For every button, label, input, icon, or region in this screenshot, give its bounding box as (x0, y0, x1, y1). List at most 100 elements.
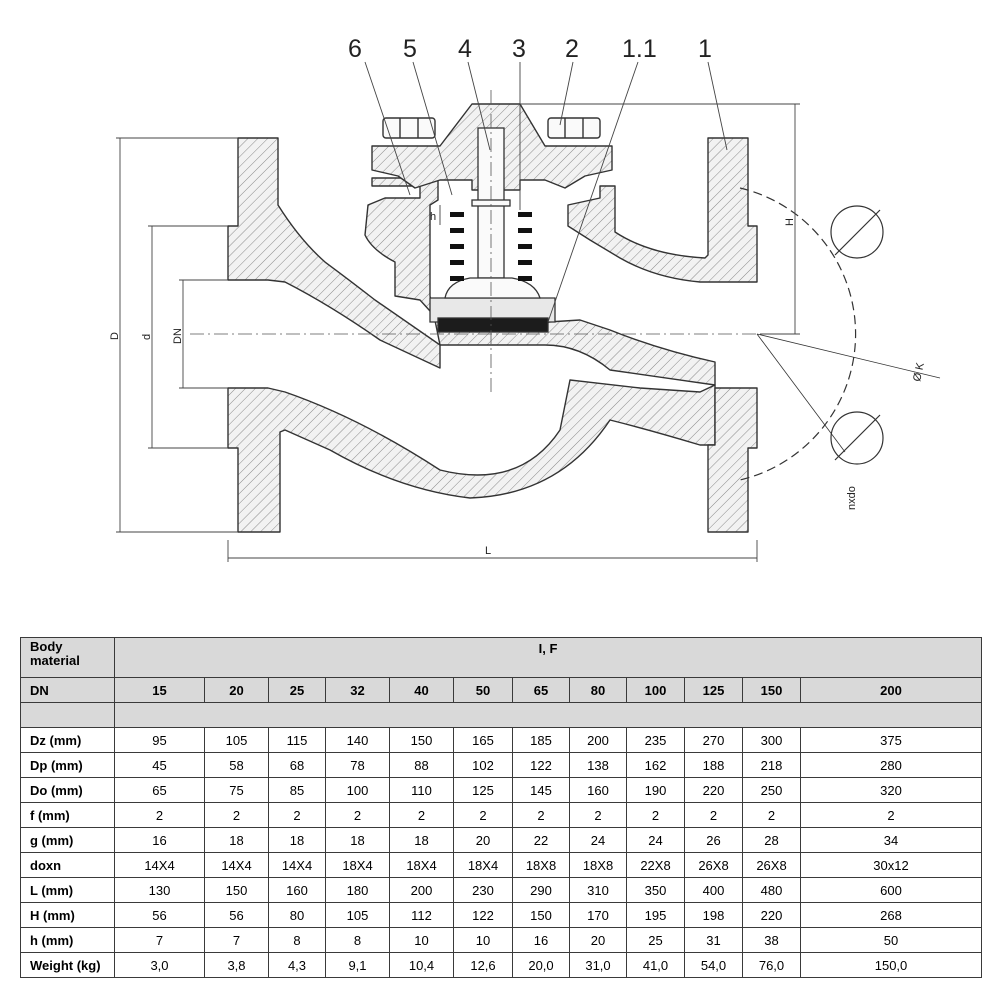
table-cell: 10 (389, 927, 454, 953)
dim-DN-label: DN (172, 328, 184, 344)
row-label: f (mm) (20, 802, 115, 828)
table-cell: 16 (114, 827, 205, 853)
table-cell: 600 (799, 877, 983, 903)
table-cell: 350 (626, 877, 685, 903)
table-cell: 9,1 (325, 952, 390, 978)
dim-h-label: h (430, 211, 436, 223)
dn-value: 50 (453, 677, 513, 703)
table-cell: 112 (389, 902, 454, 928)
table-cell: 2 (742, 802, 801, 828)
table-cell: 160 (569, 777, 627, 803)
table-cell: 8 (268, 927, 326, 953)
table-cell: 14X4 (204, 852, 269, 878)
dim-K-label: Ø K (911, 361, 927, 383)
table-cell: 290 (512, 877, 570, 903)
table-cell: 20 (569, 927, 627, 953)
dim-L-label: L (485, 545, 491, 557)
table-cell: 122 (512, 752, 570, 778)
table-cell: 26X8 (684, 852, 743, 878)
spring-coils (450, 212, 532, 281)
table-cell: 235 (626, 727, 685, 753)
row-label: Weight (kg) (20, 952, 115, 978)
table-cell: 16 (512, 927, 570, 953)
dimension-labels: D d DN L H h Ø K nxdo (109, 211, 927, 557)
body-material-label: Body material (20, 637, 115, 678)
table-cell: 18X4 (453, 852, 513, 878)
table-cell: 3,8 (204, 952, 269, 978)
row-label: h (mm) (20, 927, 115, 953)
table-cell: 195 (626, 902, 685, 928)
dn-value: 40 (389, 677, 454, 703)
table-cell: 270 (684, 727, 743, 753)
table-cell: 18 (389, 827, 454, 853)
table-cell: 150,0 (799, 952, 983, 978)
table-cell: 31 (684, 927, 743, 953)
callout-6: 6 (348, 35, 362, 63)
table-cell: 75 (204, 777, 269, 803)
table-cell: 18 (325, 827, 390, 853)
table-cell: 80 (268, 902, 326, 928)
table-cell: 26X8 (742, 852, 801, 878)
dim-H-label: H (784, 218, 796, 226)
table-cell: 22 (512, 827, 570, 853)
table-cell: 54,0 (684, 952, 743, 978)
table-cell: 58 (204, 752, 269, 778)
callout-5: 5 (403, 35, 417, 63)
table-cell: 12,6 (453, 952, 513, 978)
table-cell: 268 (799, 902, 983, 928)
dn-value: 65 (512, 677, 570, 703)
table-cell: 10,4 (389, 952, 454, 978)
table-cell: 56 (114, 902, 205, 928)
table-cell: 18 (268, 827, 326, 853)
callout-labels: 6 5 4 3 2 1.1 1 (348, 35, 712, 63)
table-cell: 2 (325, 802, 390, 828)
dim-d-label: d (141, 334, 153, 340)
table-cell: 198 (684, 902, 743, 928)
center-lines (190, 90, 765, 395)
table-cell: 125 (453, 777, 513, 803)
row-label: Dz (mm) (20, 727, 115, 753)
table-cell: 140 (325, 727, 390, 753)
row-label: doxn (20, 852, 115, 878)
table-cell: 95 (114, 727, 205, 753)
table-cell: 68 (268, 752, 326, 778)
table-cell: 34 (799, 827, 983, 853)
spec-table: Body material I, F DN 15 20 25 32 40 50 … (20, 637, 983, 978)
callout-2: 2 (565, 35, 579, 63)
table-cell: 400 (684, 877, 743, 903)
spacer-row (20, 702, 983, 728)
table-cell: 10 (453, 927, 513, 953)
table-cell: 24 (569, 827, 627, 853)
dn-value: 100 (626, 677, 685, 703)
table-cell: 170 (569, 902, 627, 928)
table-cell: 115 (268, 727, 326, 753)
spacer-cell (113, 702, 983, 728)
table-cell: 78 (325, 752, 390, 778)
table-cell: 2 (453, 802, 513, 828)
table-cell: 41,0 (626, 952, 685, 978)
table-cell: 85 (268, 777, 326, 803)
table-cell: 220 (742, 902, 801, 928)
table-cell: 100 (325, 777, 390, 803)
callout-leaders (364, 61, 728, 323)
table-cell: 188 (684, 752, 743, 778)
bolts (382, 117, 601, 139)
table-cell: 165 (453, 727, 513, 753)
dn-value: 80 (569, 677, 627, 703)
table-cell: 65 (114, 777, 205, 803)
table-cell: 110 (389, 777, 454, 803)
table-cell: 2 (114, 802, 205, 828)
table-cell: 7 (114, 927, 205, 953)
table-cell: 18 (204, 827, 269, 853)
table-cell: 18X8 (569, 852, 627, 878)
callout-1-1: 1.1 (622, 35, 657, 63)
row-label: g (mm) (20, 827, 115, 853)
dim-D-label: D (109, 332, 121, 340)
table-cell: 105 (204, 727, 269, 753)
table-cell: 18X4 (325, 852, 390, 878)
dim-nxdo-label: nxdo (846, 486, 858, 510)
table-cell: 28 (742, 827, 801, 853)
